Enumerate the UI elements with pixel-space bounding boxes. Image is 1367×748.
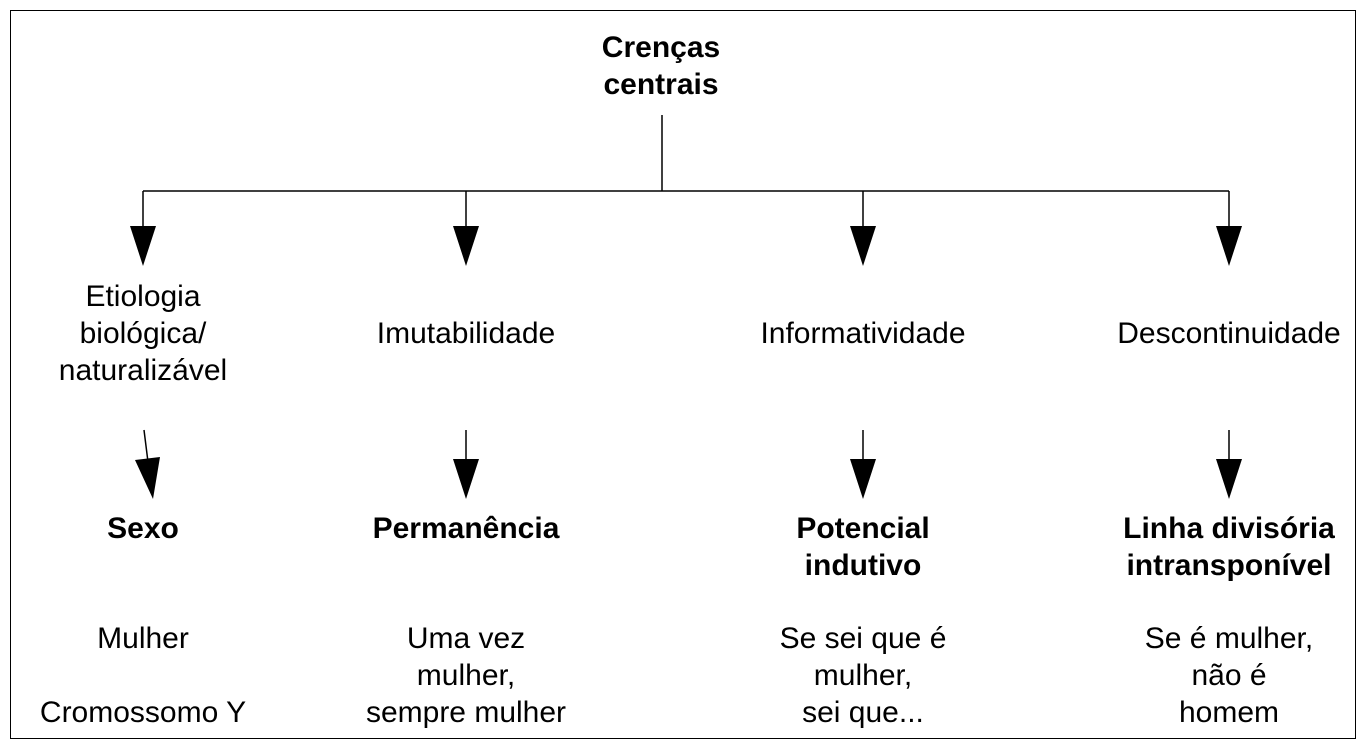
belief-node-3: Informatividade — [760, 317, 966, 350]
example-text-4: Se é mulher, não é homem — [1144, 622, 1314, 729]
arrowhead-concept-2 — [453, 459, 479, 499]
arrowhead-concept-1 — [135, 457, 160, 499]
example-text-3: Se sei que é mulher, sei que... — [779, 622, 947, 729]
arrowhead-belief-1 — [130, 226, 156, 266]
arrowhead-concept-3 — [850, 459, 876, 499]
concept-node-1: Sexo — [107, 512, 179, 545]
arrowhead-belief-3 — [850, 226, 876, 266]
concept-node-4: Linha divisória intransponível — [1123, 512, 1335, 582]
example-text-1b: Cromossomo Y — [39, 696, 247, 729]
belief-node-1: Etiologia biológica/ naturalizável — [58, 280, 228, 387]
concept-node-3: Potencial indutivo — [796, 512, 930, 582]
belief-node-4: Descontinuidade — [1117, 317, 1341, 350]
example-text-2: Uma vez mulher, sempre mulher — [365, 622, 567, 729]
arrowhead-belief-4 — [1216, 226, 1242, 266]
concept-node-2: Permanência — [372, 512, 560, 545]
concept-stem-1 — [143, 429, 149, 463]
root-node-label: Crenças centrais — [601, 31, 721, 101]
belief-node-2: Imutabilidade — [376, 317, 556, 350]
arrowhead-belief-2 — [453, 226, 479, 266]
arrowhead-concept-4 — [1216, 459, 1242, 499]
diagram-border — [10, 10, 1356, 739]
example-text-1a: Mulher — [97, 622, 189, 655]
